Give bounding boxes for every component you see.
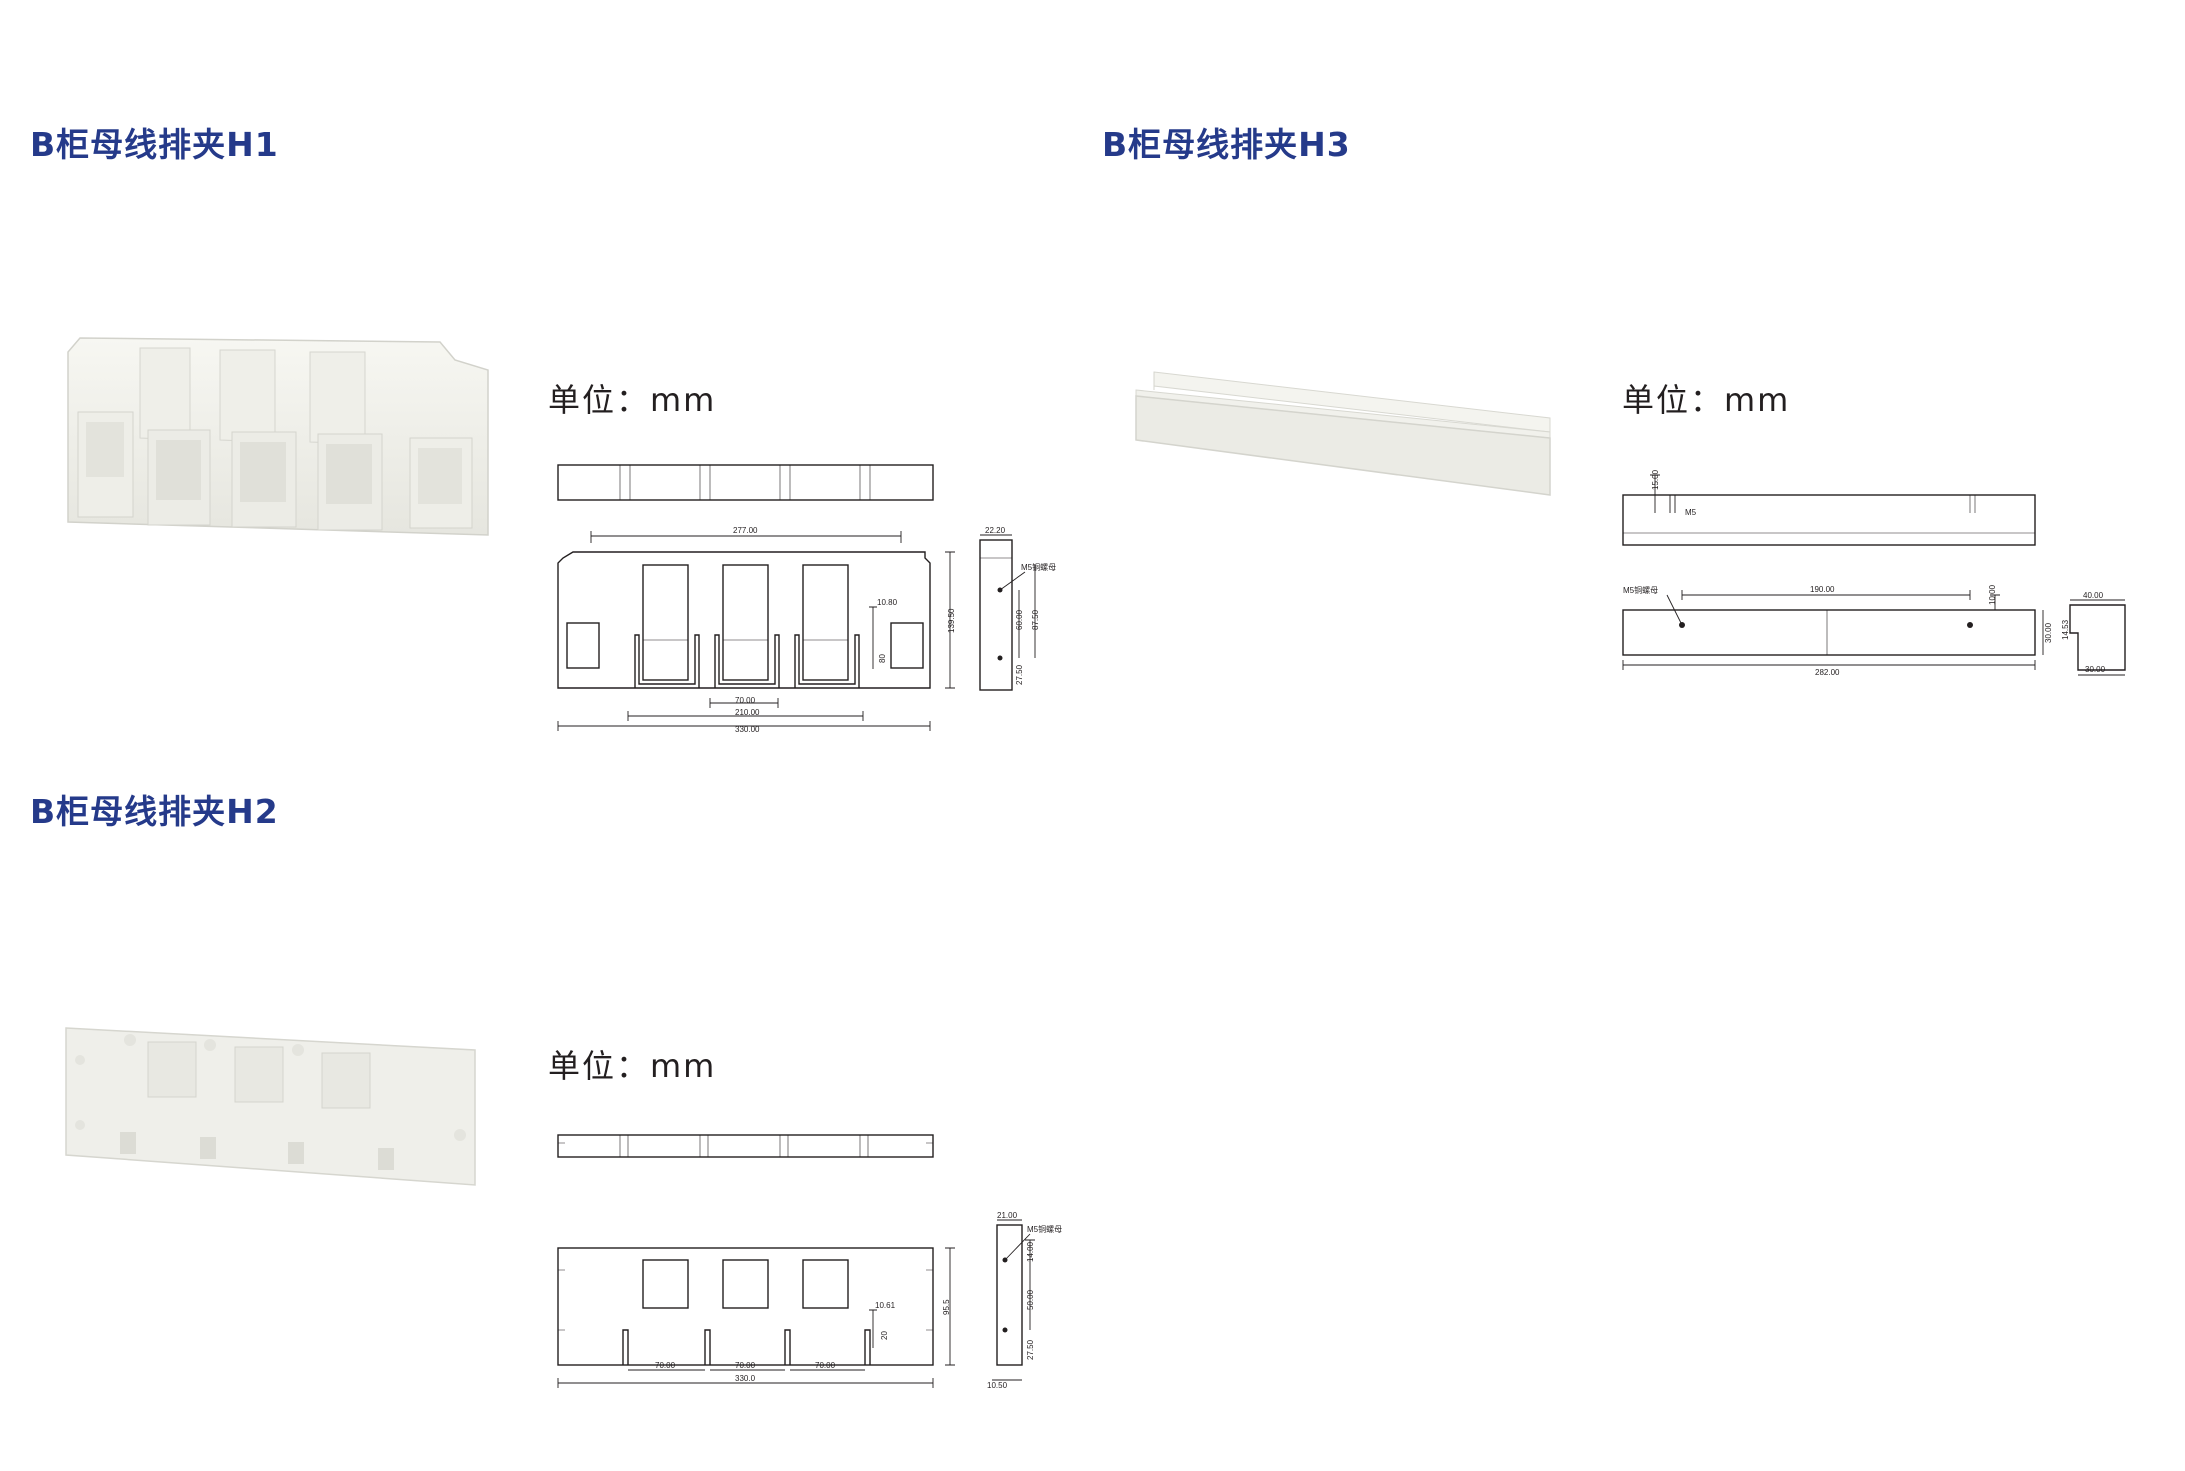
drawing-h1: 277.00 330.00 210.00 70.00 139.50 80 10.… [557,464,1056,734]
dim-h2-330: 330.0 [735,1374,756,1383]
dim-h2-70c: 70.00 [815,1361,836,1370]
dim-h2-95: 95.5 [942,1299,951,1315]
dim-h3-m5-nut: M5铜螺母 [1623,585,1658,595]
dim-h2-50: 50.00 [1026,1289,1035,1310]
dim-h1-70: 70.00 [735,696,756,705]
unit-label-h2: 单位：mm [548,1047,717,1085]
dim-h3-282: 282.00 [1815,668,1840,677]
dim-h2-10-61: 10.61 [875,1301,896,1310]
dim-h2-m5: M5铜螺母 [1027,1224,1062,1234]
product-title-h1: B柜母线排夹H1 [30,125,279,164]
dim-h1-80: 80 [878,654,887,663]
unit-label-h1: 单位：mm [548,381,717,419]
dim-h1-210: 210.00 [735,708,760,717]
dim-h2-20: 20 [880,1331,889,1340]
drawing-h2: 330.0 70.00 70.00 70.00 95.5 10.61 20 21… [557,1134,1062,1390]
unit-label-h3: 单位：mm [1622,381,1791,419]
dim-h3-15: 15.00 [1651,469,1660,490]
dim-h1-27: 27.50 [1015,664,1024,685]
product-title-h3: B柜母线排夹H3 [1102,125,1351,164]
dim-h3-10: 10.00 [1988,584,1997,605]
dim-h2-14: 14.00 [1026,1241,1035,1262]
dim-h1-87: 87.50 [1031,609,1040,630]
dim-h1-m5: M5铜螺母 [1021,562,1056,572]
product-photo-h1 [67,337,489,536]
dim-h3-14-53: 14.53 [2061,619,2070,640]
dim-h2-27: 27.50 [1026,1339,1035,1360]
dim-h3-190: 190.00 [1810,585,1835,594]
dim-h2-70b: 70.00 [735,1361,756,1370]
product-title-h2: B柜母线排夹H2 [30,792,279,831]
dim-h1-139: 139.50 [947,608,956,633]
dim-h3-30v: 30.00 [2044,622,2053,643]
dim-h2-70a: 70.00 [655,1361,676,1370]
dim-h1-22: 22.20 [985,526,1006,535]
dim-h1-277: 277.00 [733,526,758,535]
dim-h2-21: 21.00 [997,1211,1018,1220]
dim-h1-330: 330.00 [735,725,760,734]
product-photo-h2 [65,1027,476,1186]
dim-h3-m5: M5 [1685,508,1697,517]
dim-h2-10-50: 10.50 [987,1381,1008,1390]
drawing-h3: 15.00 M5 M5铜螺母 190.00 10.00 282.00 30.00… [1622,469,2126,677]
dim-h1-10-80: 10.80 [877,598,898,607]
dim-h3-40: 40.00 [2083,591,2104,600]
product-photo-h3 [1135,371,1551,496]
dim-h1-60: 60.00 [1015,609,1024,630]
dim-h3-30h: 30.00 [2085,665,2106,674]
